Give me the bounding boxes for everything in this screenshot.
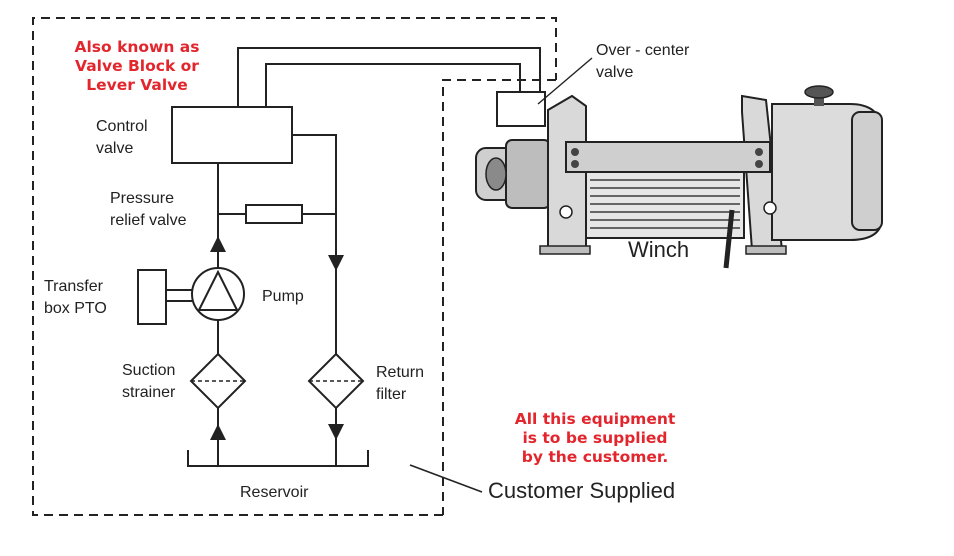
winch-motor-port xyxy=(485,157,507,191)
return-to-tank-arrow xyxy=(328,424,344,440)
winch-cable-wraps xyxy=(590,179,740,229)
customer-equipment-note: All this equipment is to be supplied by … xyxy=(514,410,676,466)
customer-supplied-boundary xyxy=(32,17,557,516)
pressure-flow-arrow xyxy=(210,236,226,252)
winch-foot-hole-right xyxy=(763,201,777,215)
over-center-valve-box xyxy=(496,91,546,127)
winch-clutch-knob xyxy=(804,85,834,99)
valve-alias-note: Also known as Valve Block or Lever Valve xyxy=(74,38,200,94)
pump-triangle xyxy=(197,269,239,311)
suction-flow-arrow xyxy=(210,424,226,440)
winch-foot-hole-left xyxy=(559,205,573,219)
hose-line-b xyxy=(265,63,521,107)
over-center-valve-label: Over - center valve xyxy=(596,42,690,81)
winch-bolt-1 xyxy=(571,148,579,156)
winch-cable xyxy=(723,209,735,269)
control-valve-box xyxy=(171,106,293,164)
over-center-leader xyxy=(537,57,593,105)
return-filter-label: Return filter xyxy=(376,364,425,403)
reservoir-label: Reservoir xyxy=(240,484,309,501)
pressure-relief-valve-box xyxy=(245,204,303,224)
reservoir-tank xyxy=(187,450,369,467)
winch-label: Winch xyxy=(628,237,690,262)
customer-supplied-label: Customer Supplied xyxy=(488,478,676,503)
winch-bolt-3 xyxy=(755,148,763,156)
customer-supplied-leader xyxy=(409,464,483,493)
winch-tie-bar xyxy=(565,141,771,173)
winch-bolt-2 xyxy=(571,160,579,168)
suction-strainer-label: Suction strainer xyxy=(122,362,176,401)
winch-clutch-stem xyxy=(814,92,824,106)
return-line xyxy=(292,134,337,362)
transfer-box-pto-label: Transfer box PTO xyxy=(44,278,107,317)
winch-gearbox-cap xyxy=(851,111,883,231)
winch-motor-flange xyxy=(505,139,551,209)
control-valve-label: Control valve xyxy=(96,118,148,157)
pump-circle xyxy=(191,267,245,321)
winch-right-foot xyxy=(745,245,787,255)
return-flow-arrow xyxy=(328,255,344,271)
winch-bolt-4 xyxy=(755,160,763,168)
pump-label: Pump xyxy=(262,288,304,305)
winch-illustration xyxy=(475,85,883,269)
hose-line-a xyxy=(237,47,541,107)
transfer-box-pto-box xyxy=(137,269,167,325)
winch-left-foot xyxy=(539,245,591,255)
pressure-relief-valve-label: Pressure relief valve xyxy=(110,190,187,229)
